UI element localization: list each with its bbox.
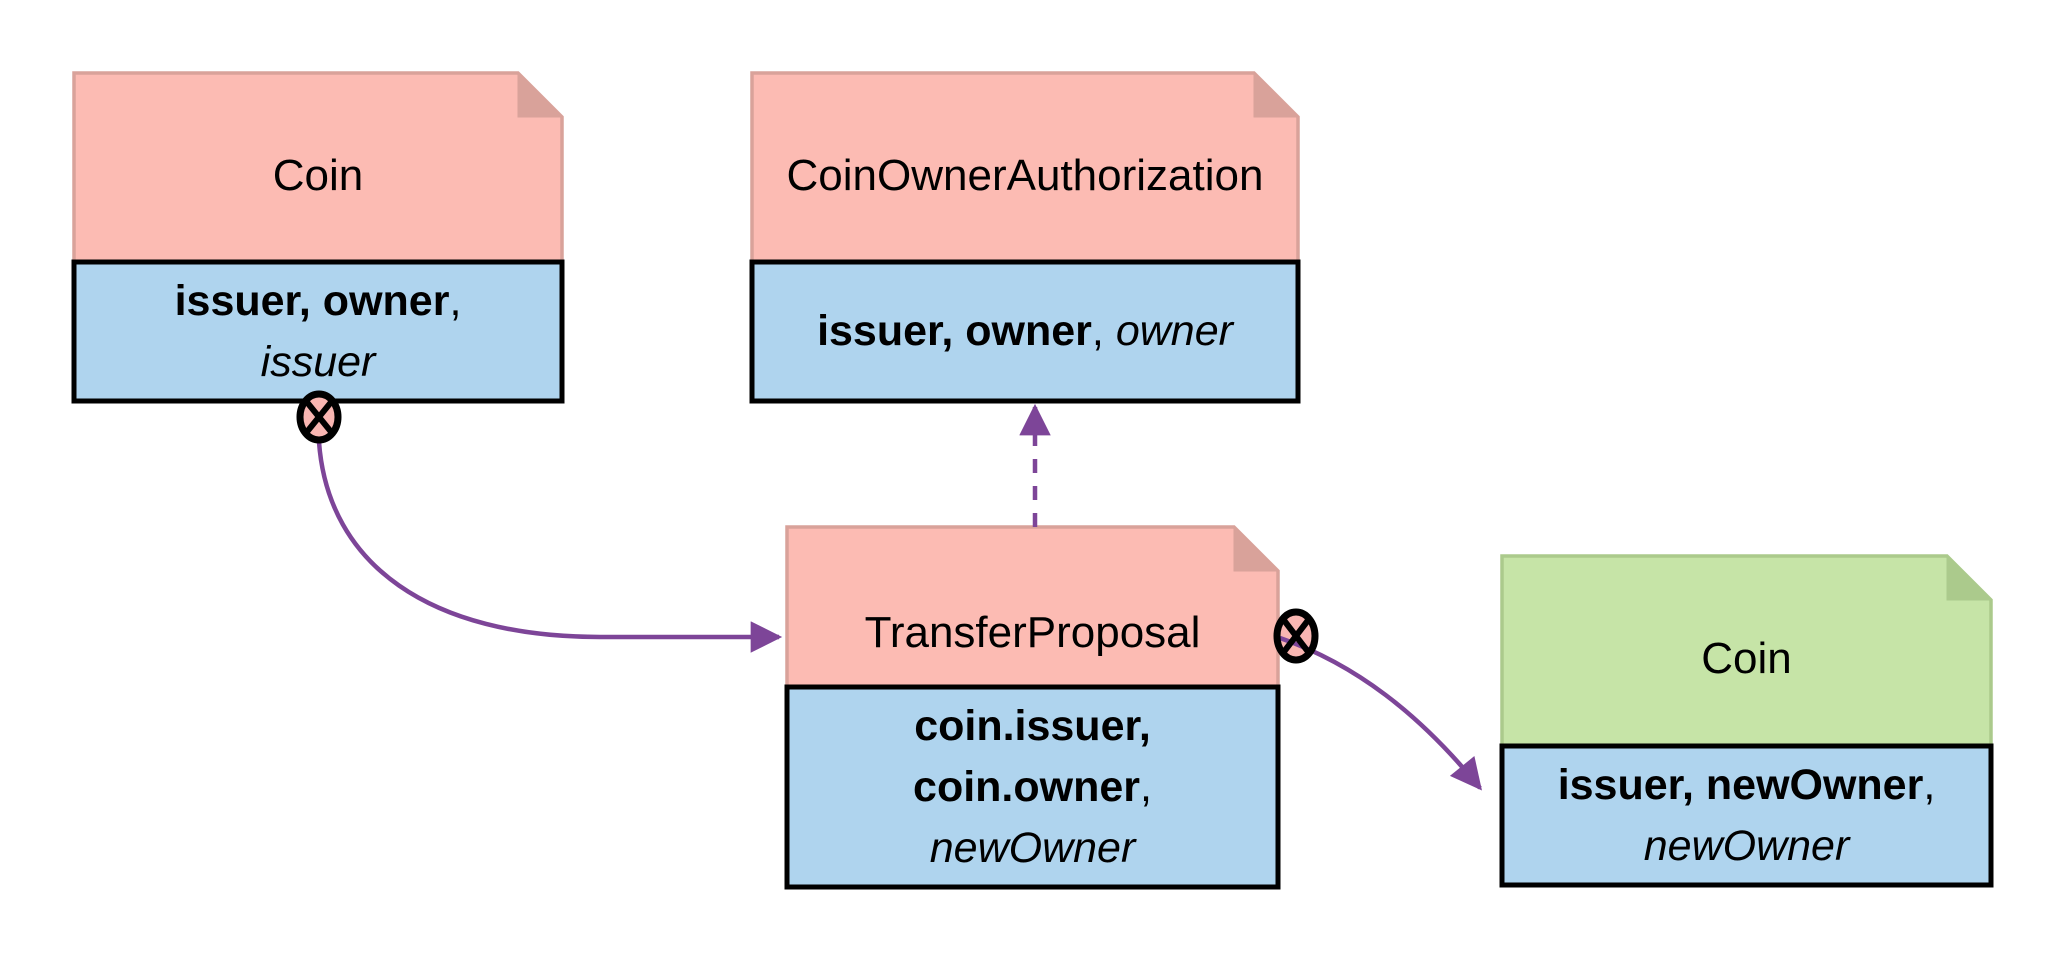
node-coin-new [1499,554,1994,888]
archive-icon [1273,608,1319,664]
signatories-text: issuer, owner [817,307,1092,355]
dog-ear-fold [517,71,564,118]
controller-text: issuer [260,337,376,386]
signatories-text: issuer, owner [174,276,450,325]
node-body-shape [71,259,565,404]
separator-text: , [1091,307,1116,355]
node-title: TransferProposal [864,608,1201,657]
controller-text: newOwner [929,823,1136,872]
node-parties: issuer, newOwner, newOwner [1502,746,1991,885]
signatories-text: issuer, newOwner [1557,760,1924,809]
node-body-shape [749,259,1301,404]
node-body-shape [1499,743,1994,888]
node-header-shape [750,71,1300,264]
dog-ear-fold [1233,525,1280,572]
signatories-text: coin.issuer, [914,701,1151,750]
node-header-shape [1500,554,1993,748]
node-header-shape [72,71,564,264]
dog-ear-fold [1946,554,1993,601]
node-parties: issuer, owner, issuer [74,262,562,401]
signatories-text: coin.owner [913,762,1140,811]
archive-coin-to-transferproposal-arrow [316,441,783,653]
transferproposal-to-new-coin-arrow [1279,635,1482,791]
node-transfer-proposal [784,525,1281,890]
node-title: Coin [272,150,364,200]
controller-text: owner [1115,307,1233,355]
separator-text: , [1923,760,1936,809]
node-title: CoinOwnerAuthorization [786,150,1264,200]
node-coin-original [71,71,565,404]
node-coin-owner-authorization [749,71,1301,404]
node-title: Coin [1701,634,1792,683]
separator-text: , [449,276,462,325]
node-parties: coin.issuer, coin.owner, newOwner [787,687,1278,887]
separator-text: , [1140,762,1152,811]
node-body-shape [784,684,1281,890]
controller-text: newOwner [1643,821,1850,870]
dog-ear-fold [1253,71,1300,118]
node-parties: issuer, owner, owner [752,262,1298,401]
archive-icon [296,390,342,444]
